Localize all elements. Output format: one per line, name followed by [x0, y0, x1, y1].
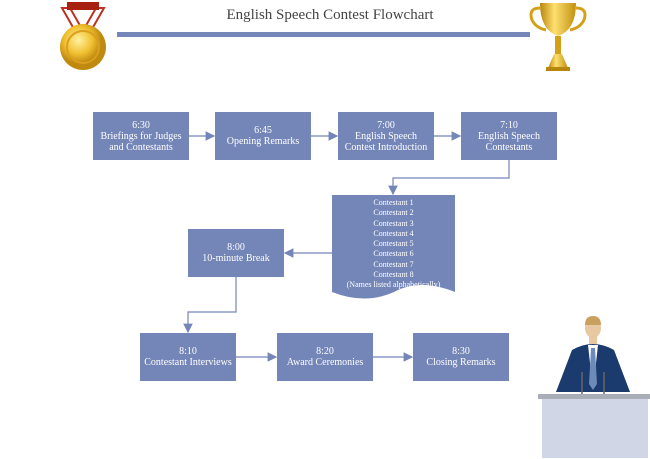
- trophy-icon: [529, 3, 587, 71]
- contestants-document-shape: [332, 195, 455, 299]
- step-time: 8:20: [316, 346, 334, 357]
- connector: [388, 160, 510, 196]
- contestant-item: Contestant 1: [373, 198, 414, 207]
- speaker-at-podium-icon: [538, 316, 650, 458]
- contestant-item: Contestant 8: [373, 270, 414, 280]
- step-label: Closing Remarks: [426, 357, 496, 368]
- step-time: 6:30: [132, 119, 150, 131]
- connector: [183, 277, 237, 334]
- step-time: 8:30: [452, 346, 470, 357]
- title-underline: [117, 32, 530, 37]
- step-label: English Speech Contest Introduction: [344, 130, 428, 153]
- contestant-item: Contestant 5: [373, 239, 414, 249]
- step-label: Award Ceremonies: [286, 357, 364, 368]
- step-time: 6:45: [254, 125, 272, 136]
- step-time: 7:10: [500, 119, 518, 131]
- page-title: English Speech Contest Flowchart: [226, 7, 434, 23]
- contestant-item: Contestant 3: [373, 218, 414, 228]
- contestant-item: Contestant 4: [373, 228, 414, 238]
- step-label: 10-minute Break: [202, 253, 270, 264]
- contestant-item: Contestant 7: [373, 259, 414, 269]
- medal-icon: [60, 2, 106, 70]
- contestants-note: (Names listed alphabetically): [346, 280, 441, 290]
- step-label: Contestant Interviews: [144, 357, 232, 368]
- step-label: English Speech Contestants: [478, 130, 540, 153]
- contestant-item: Contestant 2: [373, 208, 414, 218]
- step-time: 7:00: [377, 119, 395, 131]
- step-label: Briefings for Judges and Contestants: [100, 130, 182, 153]
- step-time: 8:00: [227, 242, 245, 253]
- step-time: 8:10: [179, 346, 197, 357]
- step-label: Opening Remarks: [226, 136, 300, 147]
- contestants-list[interactable]: Contestant 1 Contestant 2 Contestant 3 C…: [332, 198, 455, 291]
- contestant-item: Contestant 6: [373, 249, 414, 259]
